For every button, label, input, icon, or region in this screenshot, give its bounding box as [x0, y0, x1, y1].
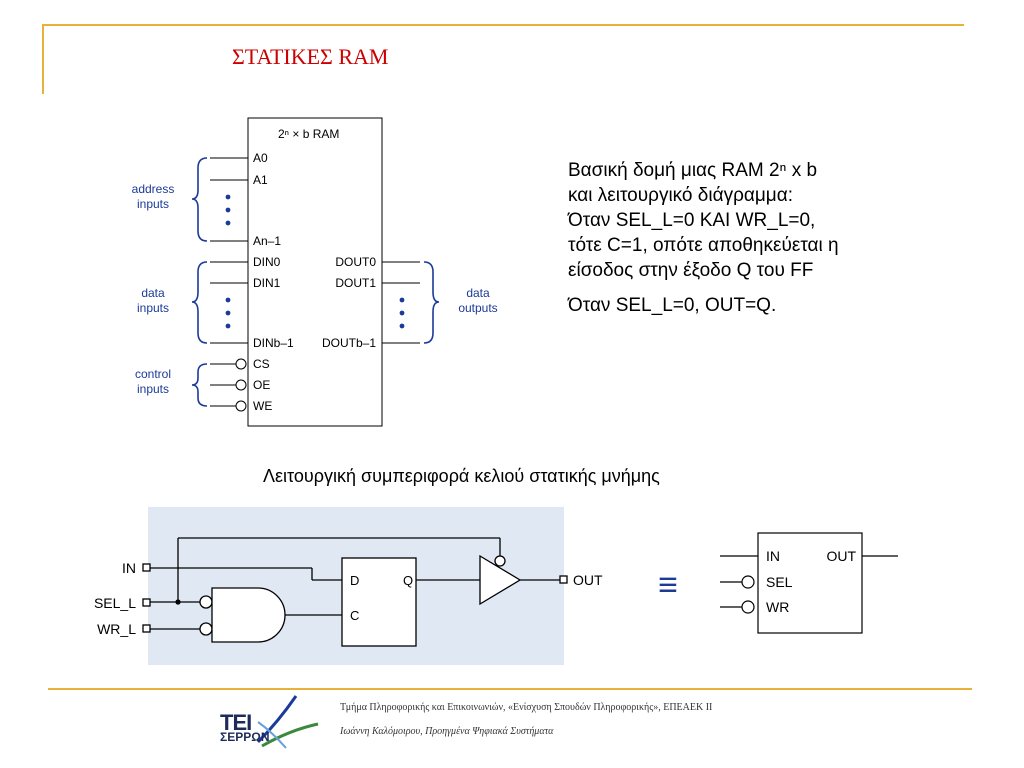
cell-output-out: OUT [573, 572, 603, 588]
label-control-1: control [135, 367, 171, 381]
tei-logo-mark [256, 695, 319, 749]
description-line: Βασική δομή μιας RAM 2ⁿ x b [568, 160, 818, 181]
pin-we: WE [253, 399, 272, 413]
footer-author: Ιωάννη Καλόμοιρου, Προηγμένα Ψηφιακά Συσ… [340, 726, 554, 737]
pin-din1: DIN1 [253, 276, 281, 290]
tei-logo: ΤΕΙ ΣΕΡΡΩΝ [220, 710, 270, 745]
block-pin-out: OUT [826, 548, 856, 564]
block-pin-in: IN [766, 548, 780, 564]
label-address-1: address [132, 182, 175, 196]
pin-dinb-1: DINb–1 [253, 336, 294, 350]
ram-box [247, 117, 383, 427]
brace-control [191, 363, 208, 407]
cell-caption: Λειτουργική συμπεριφορά κελιού στατικής … [263, 466, 660, 486]
ellipsis-dots [225, 194, 405, 329]
pin-dout0: DOUT0 [335, 255, 376, 269]
cell-input-wr-l: WR_L [97, 621, 136, 637]
pin-a0: A0 [253, 151, 268, 165]
ram-box-title: 2ⁿ × b RAM [278, 127, 339, 141]
brace-group [191, 157, 440, 407]
slide-title: ΣΤΑΤΙΚΕΣ RAM [232, 44, 389, 69]
description-line: Όταν SEL_L=0 ΚΑΙ WR_L=0, [568, 210, 816, 231]
logo-bottom-text: ΣΕΡΡΩΝ [220, 730, 270, 744]
block-pin-wr: WR [766, 599, 789, 615]
ram-diagram [210, 117, 420, 427]
ff-q-label: Q [403, 573, 413, 588]
label-data-out-1: data [466, 286, 490, 300]
junction-dot [175, 599, 181, 605]
footer-institution: Τμήμα Πληροφορικής και Επικοινωνιών, «Εν… [340, 702, 713, 713]
description-block: Βασική δομή μιας RAM 2ⁿ x b και λειτουργ… [568, 158, 968, 318]
cell-block [757, 532, 863, 634]
pin-din0: DIN0 [253, 255, 281, 269]
pin-an-1: An–1 [253, 234, 281, 248]
label-data-in-2: inputs [137, 301, 169, 315]
pin-oe: OE [253, 378, 270, 392]
equivalence-symbol: ≡ [658, 566, 678, 604]
brace-data-out [423, 261, 440, 344]
brace-address [191, 157, 208, 242]
label-data-out-2: outputs [458, 301, 497, 315]
cell-circuit [142, 537, 568, 647]
cell-input-sel-l: SEL_L [94, 595, 136, 611]
description-line-out: Όταν SEL_L=0, OUT=Q. [568, 295, 777, 316]
description-line: είσοδος στην έξοδο Q του FF [568, 260, 814, 281]
label-control-2: inputs [137, 382, 169, 396]
block-pin-sel: SEL [766, 574, 793, 590]
header-rule [42, 24, 964, 26]
label-data-in-1: data [141, 286, 165, 300]
ff-c-label: C [350, 608, 359, 623]
label-address-2: inputs [137, 197, 169, 211]
header-rule-vertical [42, 24, 44, 94]
pin-doutb-1: DOUTb–1 [322, 336, 376, 350]
ff-d-label: D [350, 573, 359, 588]
brace-data-in [191, 261, 208, 344]
footer-rule [48, 688, 972, 690]
cell-input-in: IN [122, 560, 136, 576]
pin-a1: A1 [253, 173, 268, 187]
logo-top-text: ΤΕΙ [220, 710, 252, 735]
description-line: τότε C=1, οπότε αποθηκεύεται η [568, 235, 839, 256]
pin-cs: CS [253, 357, 270, 371]
pin-dout1: DOUT1 [335, 276, 376, 290]
description-line: και λειτουργικό διάγραμμα: [568, 185, 794, 206]
